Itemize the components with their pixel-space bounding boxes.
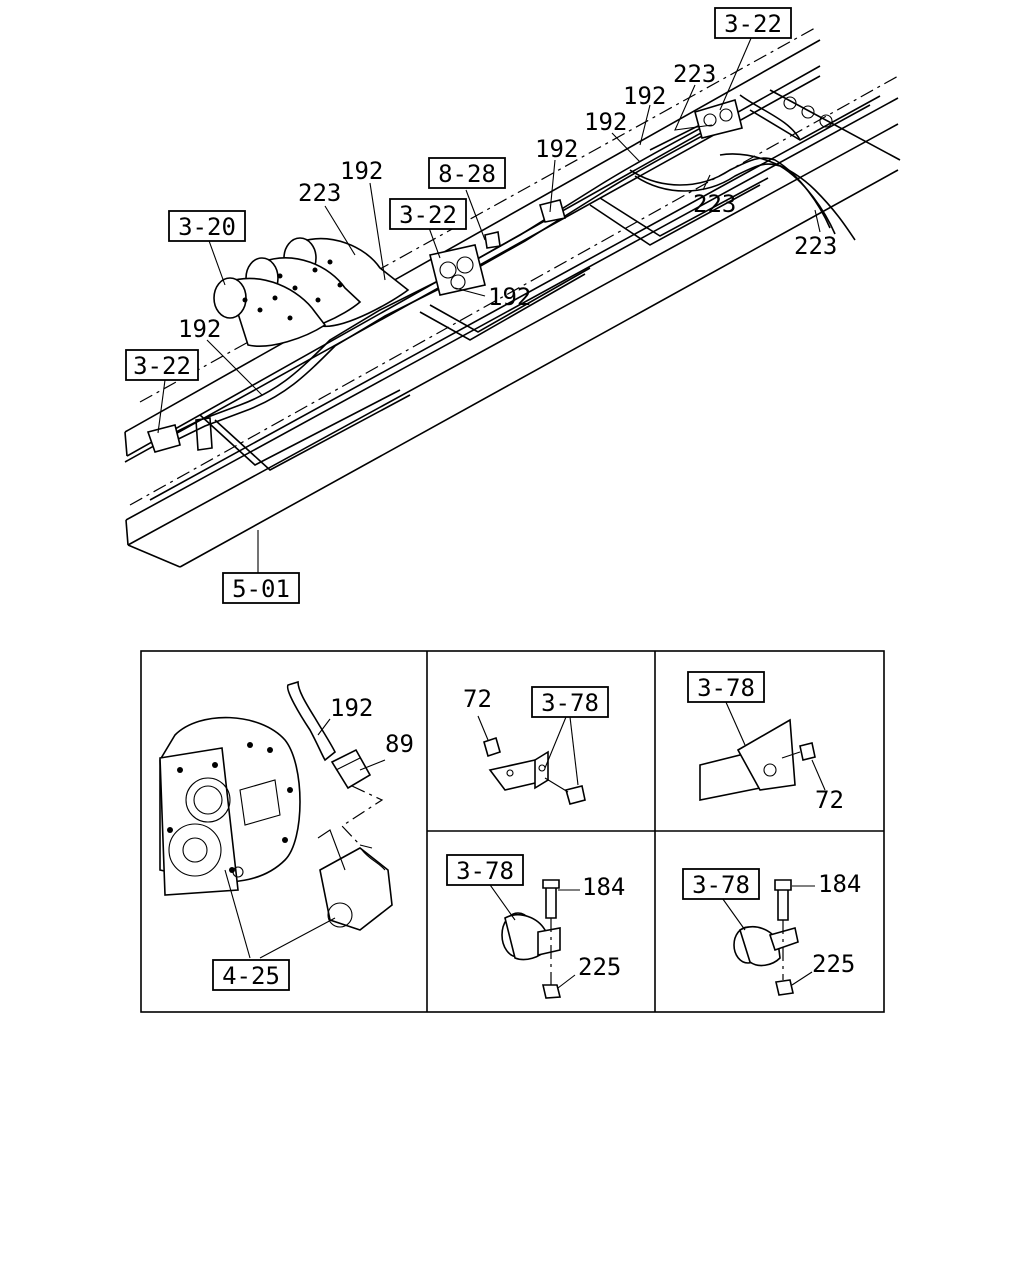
p2-ref-box-3-78 xyxy=(531,686,609,718)
ref-box-3-22-top xyxy=(714,7,792,39)
p5-ref-3-78: 3-78 xyxy=(692,871,750,899)
p4-ref-box-3-78 xyxy=(446,854,524,886)
p1-ref-4-25: 4-25 xyxy=(222,962,280,990)
panel-1-callouts: 192 89 4-25 xyxy=(212,694,414,991)
panel-bracket-b xyxy=(699,699,826,801)
ref-8-28: 8-28 xyxy=(438,160,496,188)
ref-box-3-20 xyxy=(168,210,246,242)
p1-part-192: 192 xyxy=(330,694,373,722)
p3-ref-3-78: 3-78 xyxy=(697,674,755,702)
pipe-runs xyxy=(146,98,856,453)
panel-5-callouts: 3-78 184 225 xyxy=(682,868,861,978)
panel-bracket-a xyxy=(477,715,586,805)
panel-3-callouts: 3-78 72 xyxy=(687,671,844,814)
panel-clamp-b xyxy=(719,879,815,996)
part-192-a: 192 xyxy=(623,82,666,110)
chassis-frame-drawing xyxy=(124,27,901,568)
p2-ref-3-78: 3-78 xyxy=(541,689,599,717)
panel-transmission xyxy=(159,680,393,959)
air-tank-group xyxy=(213,237,410,347)
p2-part-72: 72 xyxy=(463,685,492,713)
p4-part-225: 225 xyxy=(578,953,621,981)
ref-box-8-28 xyxy=(428,157,506,189)
part-192-d: 192 xyxy=(340,157,383,185)
part-223-top: 223 xyxy=(673,60,716,88)
callouts-top: 3-22 223 192 192 192 223 223 8-28 192 22… xyxy=(125,7,837,604)
part-192-e: 192 xyxy=(488,283,531,311)
p3-ref-box-3-78 xyxy=(687,671,765,703)
p3-part-72: 72 xyxy=(815,786,844,814)
p1-part-89: 89 xyxy=(385,730,414,758)
part-223-left: 223 xyxy=(298,179,341,207)
ref-box-5-01 xyxy=(222,572,300,604)
p4-ref-3-78: 3-78 xyxy=(456,857,514,885)
ref-box-3-22-left xyxy=(125,349,199,381)
part-192-c: 192 xyxy=(535,135,578,163)
part-192-f: 192 xyxy=(178,315,221,343)
panel-4-callouts: 3-78 184 225 xyxy=(446,854,625,981)
ref-3-22-left: 3-22 xyxy=(133,352,191,380)
p5-part-184: 184 xyxy=(818,870,861,898)
detail-panels-grid xyxy=(140,650,885,1013)
p1-ref-box-4-25 xyxy=(212,959,290,991)
ref-box-3-22-mid xyxy=(389,198,467,230)
panel-clamp-a xyxy=(487,879,580,999)
p4-part-184: 184 xyxy=(582,873,625,901)
part-192-b: 192 xyxy=(584,108,627,136)
ref-5-01: 5-01 xyxy=(232,575,290,603)
part-223-right: 223 xyxy=(794,232,837,260)
ref-3-20: 3-20 xyxy=(178,213,236,241)
part-223-mid: 223 xyxy=(693,190,736,218)
p5-ref-box-3-78 xyxy=(682,868,760,900)
p5-part-225: 225 xyxy=(812,950,855,978)
callout-leaders-top xyxy=(157,35,821,574)
ref-3-22-mid: 3-22 xyxy=(399,201,457,229)
panel-2-callouts: 72 3-78 xyxy=(463,685,609,718)
ref-3-22-top: 3-22 xyxy=(724,10,782,38)
